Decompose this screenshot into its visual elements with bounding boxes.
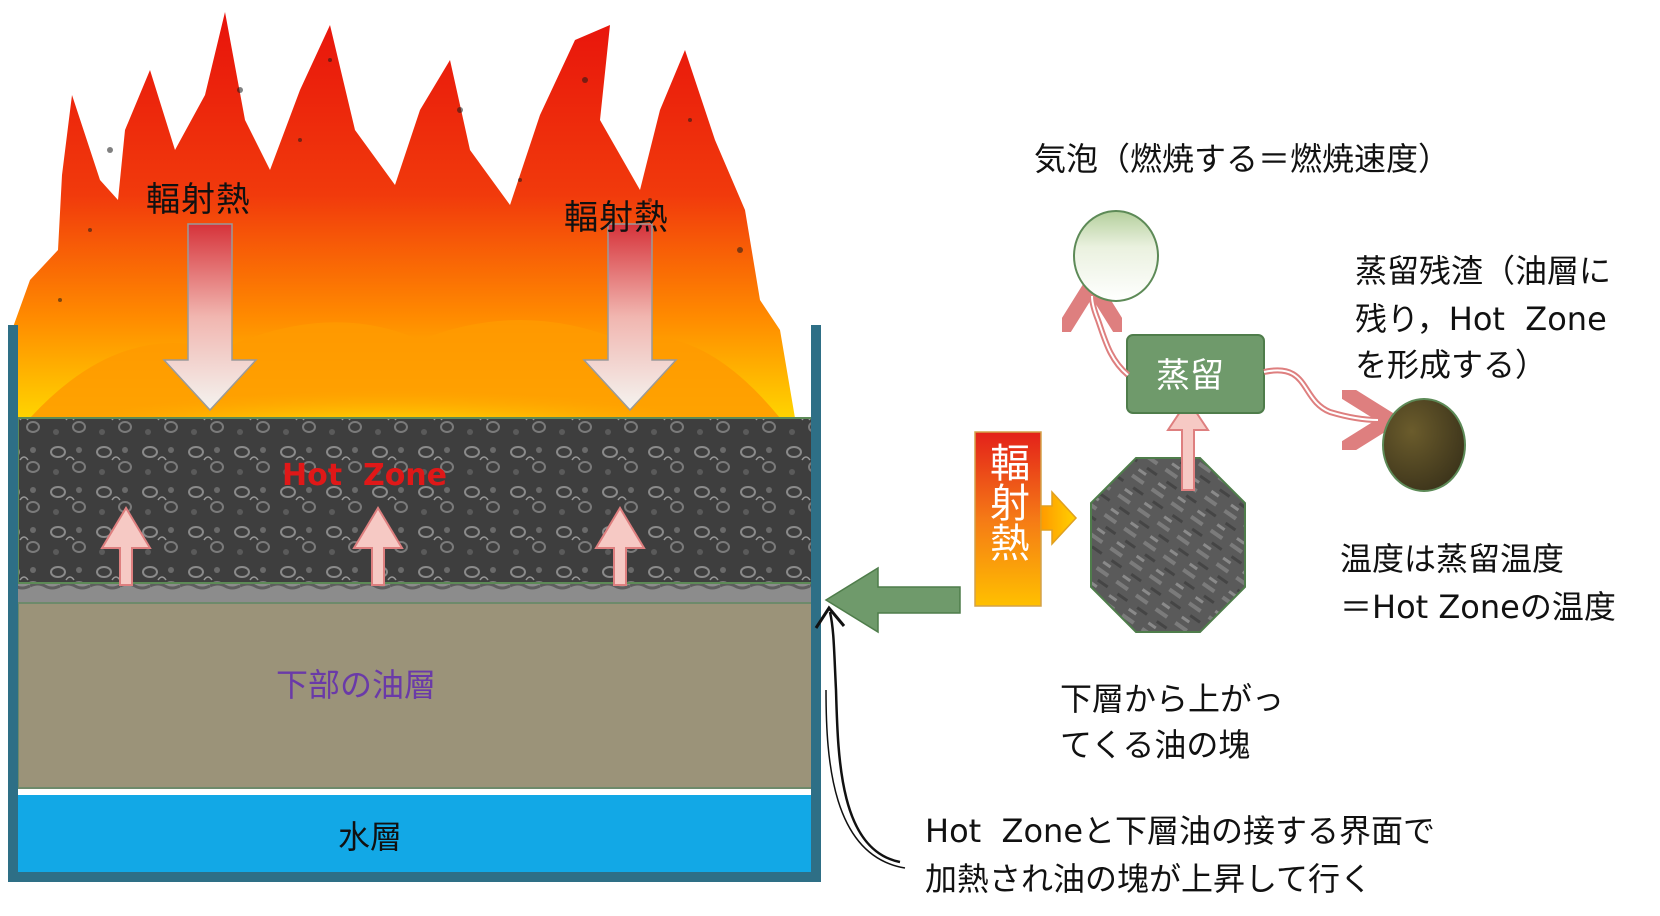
rising-arrow [100, 506, 646, 586]
curved-pointer-arrow [828, 611, 901, 864]
residue-label-line3: を形成する） [1355, 346, 1548, 384]
radiant-heat-box [974, 431, 1042, 607]
radiant-heat-down-arrow-right [582, 223, 678, 412]
temperature-label-line1: 温度は蒸留温度 [1340, 540, 1565, 578]
bubble-arrow [1092, 296, 1130, 378]
tank-wall [8, 325, 821, 882]
distill-label: 蒸留 [1156, 356, 1224, 396]
interface-label-line1: Hot Zoneと下層油の接する界面で [925, 812, 1436, 850]
radiant-heat-down-arrow-left [162, 223, 258, 412]
lower-oil-label: 下部の油層 [276, 666, 437, 704]
green-left-arrow [824, 566, 961, 634]
radiant-heat-label-right: 輻射熱 [564, 198, 669, 238]
lower-oil-layer [17, 602, 816, 789]
residue-label-line1: 蒸留残渣（油層に [1355, 252, 1612, 290]
radiant-heat-vertical-label: 輻射熱 [983, 442, 1029, 562]
residue-circle [1382, 398, 1466, 492]
temperature-label-line2: ＝Hot Zoneの温度 [1340, 588, 1616, 626]
oil-chunk-label-line2: てくる油の塊 [1060, 726, 1251, 764]
oil-chunk-label-line1: 下層から上がっ [1060, 680, 1285, 718]
interface-label-line2: 加熱され油の塊が上昇して行く [925, 860, 1373, 898]
distill-up-arrow [1166, 398, 1210, 491]
residue-label-line2: 残り，Hot Zone [1355, 300, 1607, 338]
oil-chunk-octagon [1090, 457, 1246, 633]
flame [12, 12, 795, 488]
interface-layer [18, 583, 815, 603]
radiant-heat-side-arrow [1040, 490, 1078, 546]
hot-zone-layer [18, 418, 815, 583]
radiant-heat-label-left: 輻射熱 [146, 180, 251, 220]
bubble-label: 気泡（燃焼する＝燃焼速度） [1034, 140, 1451, 178]
water-label: 水層 [338, 818, 403, 856]
hot-zone-label: Hot Zone [282, 458, 448, 493]
bubble-circle [1073, 210, 1159, 302]
water-layer [18, 795, 815, 873]
